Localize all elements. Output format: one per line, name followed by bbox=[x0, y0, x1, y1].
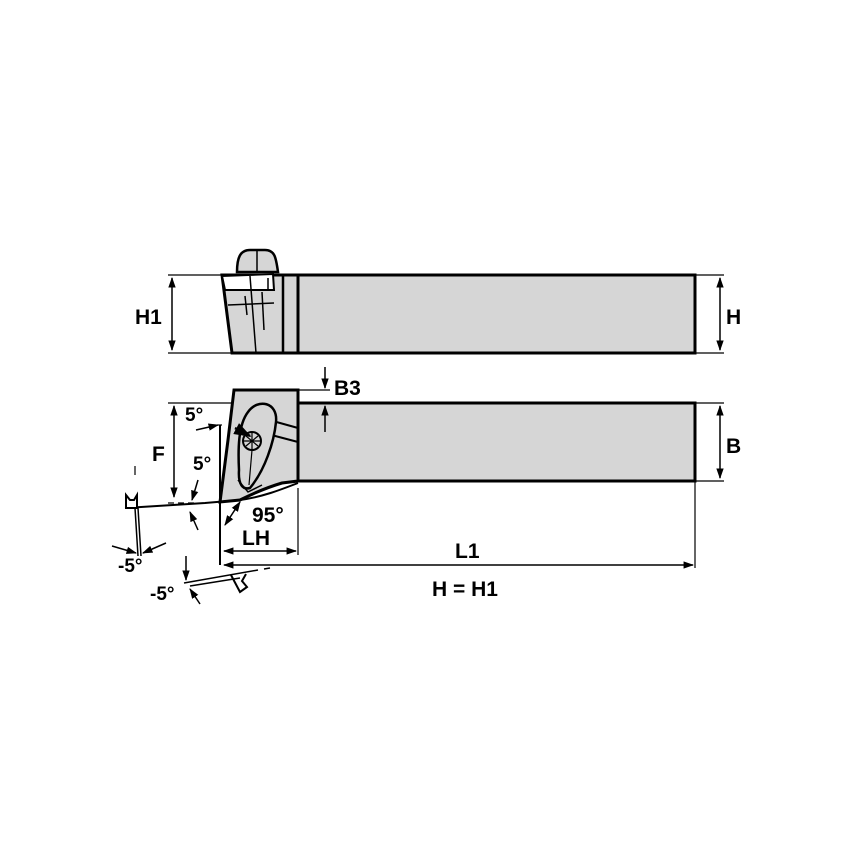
label-lh: LH bbox=[242, 527, 270, 550]
insert-detail-left: -5° bbox=[111, 466, 167, 577]
label-angle-95: 95° bbox=[252, 504, 284, 527]
label-angle-5-top: 5° bbox=[185, 405, 203, 426]
label-h1: H1 bbox=[135, 306, 162, 329]
label-angle-neg5-left: -5° bbox=[118, 556, 143, 577]
label-f: F bbox=[152, 443, 165, 466]
side-shank bbox=[296, 273, 697, 355]
side-view: H1 H bbox=[135, 248, 741, 355]
top-view: B3 B F 5° 5° 95° LH L1 H = H1 bbox=[111, 367, 741, 605]
insert-detail-bottom: -5° bbox=[150, 556, 271, 605]
label-b3: B3 bbox=[334, 377, 361, 400]
label-angle-5-mid: 5° bbox=[193, 454, 211, 475]
label-h: H bbox=[726, 306, 741, 329]
label-h-equals-h1: H = H1 bbox=[432, 578, 498, 601]
label-angle-neg5-bottom: -5° bbox=[150, 584, 175, 605]
label-b: B bbox=[726, 435, 741, 458]
top-shank bbox=[296, 401, 697, 483]
label-l1: L1 bbox=[455, 540, 480, 563]
